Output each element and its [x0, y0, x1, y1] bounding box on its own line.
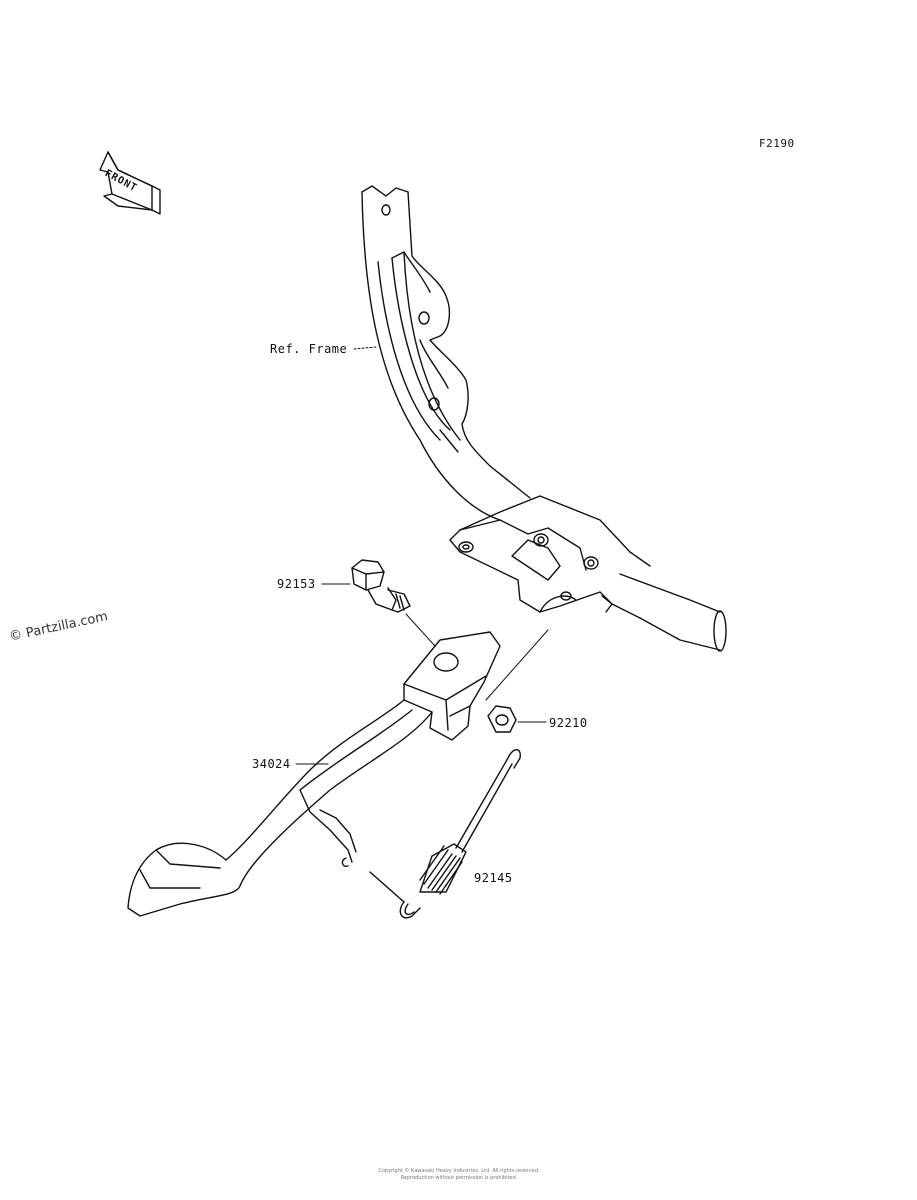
spring-92145	[369, 749, 521, 919]
part-label-spring: 92145	[474, 871, 513, 885]
copyright-line-1: Copyright © Kawasaki Heavy Industries, L…	[378, 1168, 540, 1174]
frame-outline	[361, 185, 727, 652]
ref-frame-leader	[353, 346, 377, 350]
part-label-bolt: 92153	[277, 577, 316, 591]
ref-frame-label: Ref. Frame	[270, 342, 348, 356]
part-label-side-stand: 34024	[252, 757, 291, 771]
side-stand-34024	[127, 631, 501, 917]
diagram-code: F2190	[759, 137, 795, 150]
part-label-nut: 92210	[549, 716, 588, 730]
bolt-92153	[351, 559, 411, 613]
nut-axis-line	[485, 629, 549, 701]
nut-92210	[487, 705, 517, 733]
front-arrow-icon	[99, 151, 161, 215]
copyright-line-2: Reproduction without permission is prohi…	[400, 1175, 518, 1181]
